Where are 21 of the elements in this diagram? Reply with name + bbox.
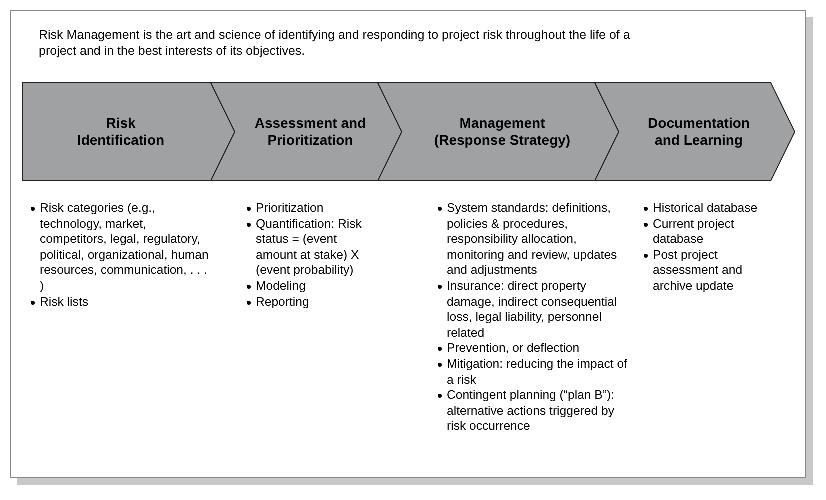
step-title: Assessment and Prioritization [254,115,368,149]
bullet-text: Reporting [256,294,310,310]
bullet-text: Mitigation: reducing the impact of a risk [447,356,628,388]
bullet-text: Insurance: direct property damage, indirect consequential loss, legal liability, personnel related [447,278,618,342]
chevron-step [595,83,795,181]
chevron-step [23,83,235,181]
bullet-text: Prevention, or deflection [447,341,581,357]
step-title: Risk Identification [76,115,166,149]
bullet-text: Risk categories (e.g., technology, market, competitors, legal, regulatory, political, organizational, human resources, communication, . . . ) [40,201,210,295]
bullet-text: Modeling [256,278,307,295]
bullet-text: Post project assessment and archive update [653,248,744,295]
intro-text: Risk Management is the art and science of identifying and responding to project risk throughout the life of a project and in the best interests of its objectives. [39,27,632,59]
bullet-text: System standards: definitions, policies & procedures, responsibility allocation, monitoring and review, updates and adjustments [447,201,618,279]
step-title: Documentation and Learning [647,115,751,149]
bullet-text: Current project database [653,216,736,248]
bullet-text: Quantification: Risk status = (event amount at stake) X (event probability) [256,216,363,279]
chevron-step [211,83,402,181]
bullet-text: Historical database [653,201,759,217]
bullet-text: Risk lists [40,294,90,310]
bullet-text: Contingent planning (“plan B”): alternative actions triggered by risk occurrence [447,388,616,435]
bullet-text: Prioritization [256,201,325,217]
